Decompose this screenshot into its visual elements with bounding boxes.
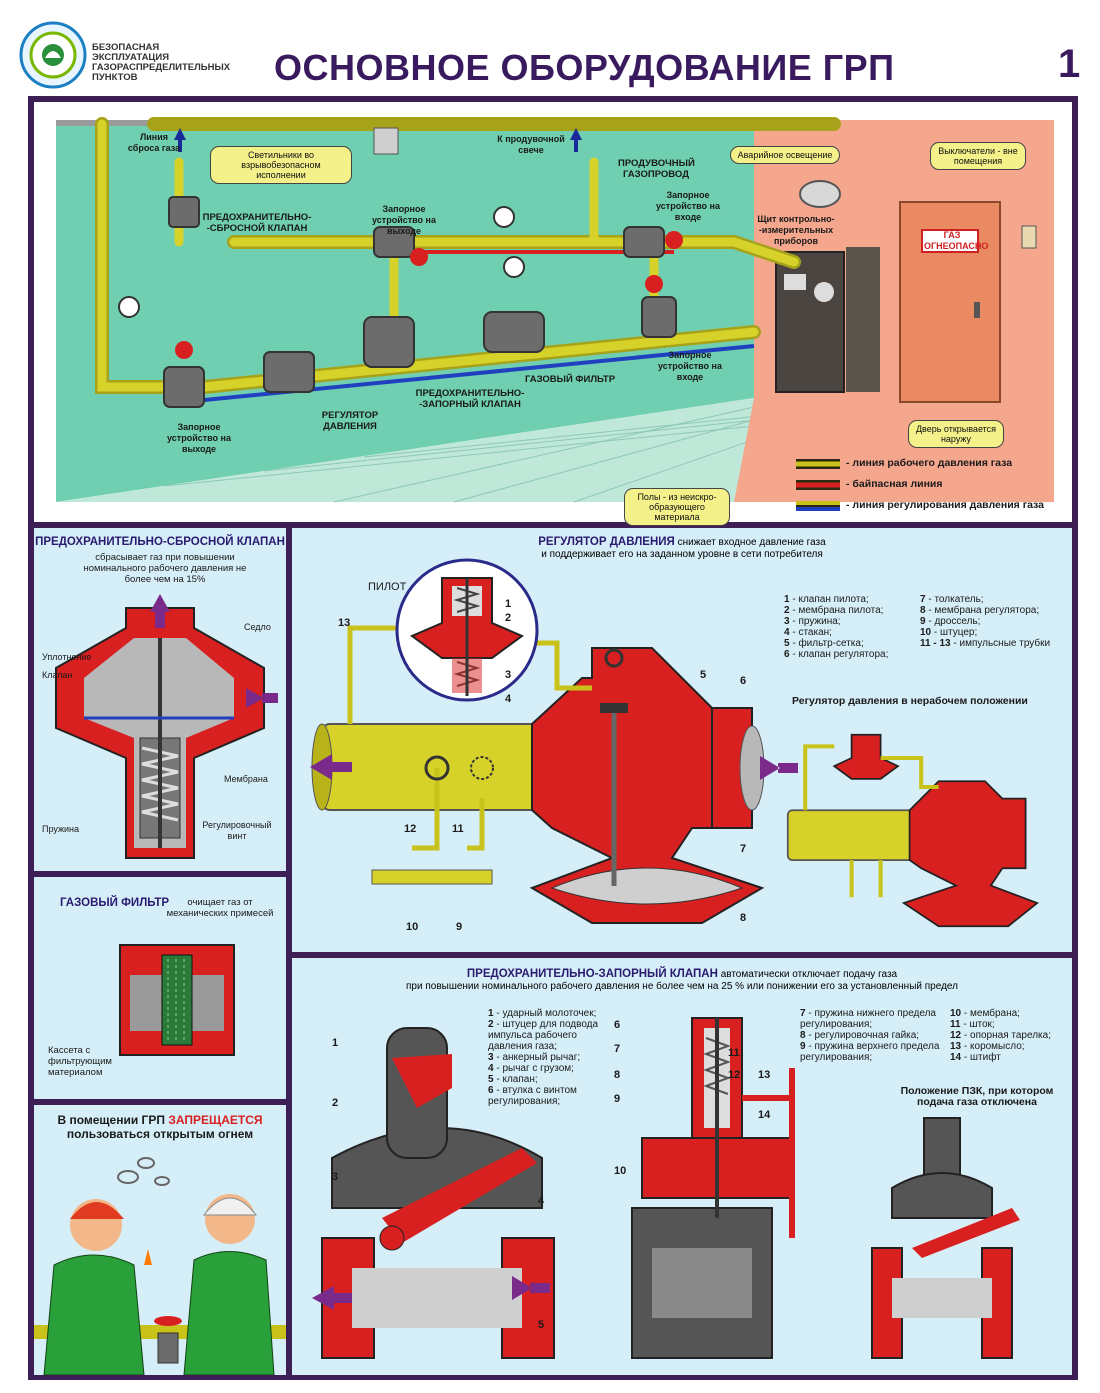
callout-number: 13: [758, 1069, 771, 1081]
callout-number: 7: [614, 1043, 621, 1055]
callout-number: 5: [700, 669, 707, 681]
callout-number: 8: [740, 912, 747, 924]
warning-panel: В помещении ГРП ЗАПРЕЩАЕТСЯ пользоваться…: [34, 1105, 286, 1375]
legend-bypass: - байпасная линия: [846, 478, 943, 490]
label-shutoff-inlet-bottom: Запорное устройство на входе: [658, 350, 722, 382]
workers-illustration: [34, 1157, 286, 1375]
label-pressure-regulator: РЕГУЛЯТОР ДАВЛЕНИЯ: [321, 410, 379, 432]
regulator-idle-title: Регулятор давления в нерабочем положении: [792, 695, 1028, 707]
slam-parts-list-1: 1 - ударный молоточек; 2 - штуцер для по…: [488, 1008, 599, 1107]
callout-number: 2: [505, 612, 512, 624]
callout-number: 14: [758, 1109, 771, 1121]
warning-pre: В помещении ГРП: [57, 1113, 165, 1127]
slam-desc-2: при повышении номинального рабочего давл…: [406, 981, 958, 992]
regulator-parts-list-1: 1 - клапан пилота; 2 - мембрана пилота; …: [784, 594, 889, 660]
relief-desc: сбрасывает газ при повышении номинальног…: [83, 552, 247, 585]
callout-lamps: Светильники во взрывобезопасном исполнен…: [210, 146, 352, 184]
page-number: 1: [1058, 42, 1081, 86]
callout-number: 4: [538, 1195, 545, 1207]
callout-number: 11: [452, 823, 464, 835]
label-shutoff-outlet-top: Запорное устройство на выходе: [372, 204, 436, 236]
relief-part-adjust-screw: Регулировочный винт: [202, 820, 272, 841]
filter-cassette-label: Кассета с фильтрующим материалом: [48, 1045, 112, 1078]
callout-number: 9: [456, 921, 463, 933]
slam-title: ПРЕДОХРАНИТЕЛЬНО-ЗАПОРНЫЙ КЛАПАН: [466, 968, 718, 980]
subtitle-line: ПУНКТОВ: [92, 72, 138, 83]
slam-desc-1: автоматически отключает подачу газа: [720, 969, 898, 980]
label-slam-shut-valve: ПРЕДОХРАНИТЕЛЬНО- -ЗАПОРНЫЙ КЛАПАН: [415, 388, 525, 410]
subtitle-line: БЕЗОПАСНАЯ: [92, 42, 160, 53]
callout-number: 8: [614, 1069, 621, 1081]
relief-valve-panel: ПРЕДОХРАНИТЕЛЬНО-СБРОСНОЙ КЛАПАН сбрасыв…: [34, 528, 286, 871]
callout-number: 12: [404, 823, 417, 835]
callout-number: 3: [505, 669, 512, 681]
room-illustration: [56, 117, 1054, 511]
label-pilot: ПИЛОТ: [368, 581, 407, 593]
callout-number: 10: [614, 1165, 627, 1177]
slam-closed-title: Положение ПЗК, при котором подача газа о…: [900, 1085, 1054, 1108]
regulator-desc-2: и поддерживает его на заданном уровне в …: [541, 549, 823, 560]
label-to-purge-candle: К продувочной свече: [497, 134, 565, 155]
gas-filter-panel: ГАЗОВЫЙ ФИЛЬТР очищает газ от механическ…: [34, 877, 286, 1099]
callout-number: 4: [505, 693, 512, 705]
relief-part-valve: Клапан: [42, 670, 73, 680]
slam-parts-list-2: 7 - пружина нижнего предела регулировани…: [800, 1008, 940, 1063]
callout-number: 12: [728, 1069, 741, 1081]
callout-switches: Выключатели - вне помещения: [930, 142, 1026, 170]
label-gas-discharge-line: Линия сброса газа: [127, 132, 181, 153]
logo-icon: [19, 21, 87, 89]
relief-part-seal: Уплотнение: [42, 652, 92, 662]
callout-number: 6: [614, 1019, 621, 1031]
regulator-title: РЕГУЛЯТОР ДАВЛЕНИЯ: [538, 536, 675, 548]
callout-number: 3: [332, 1171, 339, 1183]
relief-part-seat: Седло: [244, 622, 271, 632]
slam-parts-list-3: 10 - мембрана; 11 - шток; 12 - опорная т…: [950, 1008, 1051, 1063]
callout-number: 6: [740, 675, 747, 687]
warning-highlight: ЗАПРЕЩАЕТСЯ: [168, 1113, 263, 1127]
callout-emergency-light: Аварийное освещение: [730, 146, 840, 164]
filter-desc: очищает газ от механических примесей: [166, 897, 274, 919]
label-gas-sign: ГАЗ ОГНЕОПАСНО: [924, 230, 989, 251]
subtitle-line: ГАЗОРАСПРЕДЕЛИТЕЛЬНЫХ: [92, 62, 231, 73]
page-title: ОСНОВНОЕ ОБОРУДОВАНИЕ ГРП: [274, 47, 895, 88]
label-control-panel: Щит контрольно- -измерительных приборов: [757, 214, 835, 246]
callout-floors: Полы - из неискро- образующего материала: [624, 488, 730, 526]
regulator-desc-1: снижает входное давление газа: [677, 537, 826, 548]
regulator-parts-list-2: 7 - толкатель; 8 - мембрана регулятора; …: [920, 594, 1051, 649]
relief-part-membrane: Мембрана: [224, 774, 268, 784]
callout-number: 10: [406, 921, 419, 933]
legend-working-pressure: - линия рабочего давления газа: [846, 457, 1013, 469]
legend-regulation: - линия регулирования давления газа: [846, 499, 1044, 511]
relief-valve-diagram: [55, 594, 278, 859]
label-gas-filter: ГАЗОВЫЙ ФИЛЬТР: [524, 374, 616, 385]
callout-number: 1: [332, 1037, 339, 1049]
callout-number: 1: [505, 598, 512, 610]
filter-title: ГАЗОВЫЙ ФИЛЬТР: [60, 897, 170, 909]
callout-number: 13: [338, 617, 351, 629]
callout-door-opens: Дверь открывается наружу: [908, 420, 1004, 448]
slam-shut-panel: ПРЕДОХРАНИТЕЛЬНО-ЗАПОРНЫЙ КЛАПАН автомат…: [292, 958, 1072, 1375]
label-purge-pipeline: ПРОДУВОЧНЫЙ ГАЗОПРОВОД: [618, 158, 695, 180]
subtitle-line: ЭКСПЛУАТАЦИЯ: [92, 52, 170, 63]
callout-number: 2: [332, 1097, 339, 1109]
label-relief-valve: ПРЕДОХРАНИТЕЛЬНО- -СБРОСНОЙ КЛАПАН: [202, 212, 312, 234]
warning-post: пользоваться открытым огнем: [66, 1127, 254, 1141]
callout-number: 11: [728, 1047, 740, 1059]
callout-number: 9: [614, 1093, 621, 1105]
regulator-diagram: [310, 558, 1039, 928]
label-shutoff-outlet-bottom: Запорное устройство на выходе: [167, 422, 231, 454]
callout-number: 7: [740, 843, 747, 855]
gas-filter-diagram: [119, 944, 235, 1056]
slam-shut-diagram: [312, 1017, 1020, 1359]
room-panel: Линия сброса газа Светильники во взрывоб…: [34, 102, 1072, 526]
callout-number: 5: [538, 1319, 545, 1331]
relief-title: ПРЕДОХРАНИТЕЛЬНО-СБРОСНОЙ КЛАПАН: [35, 536, 285, 548]
regulator-panel: РЕГУЛЯТОР ДАВЛЕНИЯ снижает входное давле…: [292, 528, 1072, 952]
relief-part-spring: Пружина: [42, 824, 79, 834]
label-shutoff-inlet-top: Запорное устройство на входе: [656, 190, 720, 222]
